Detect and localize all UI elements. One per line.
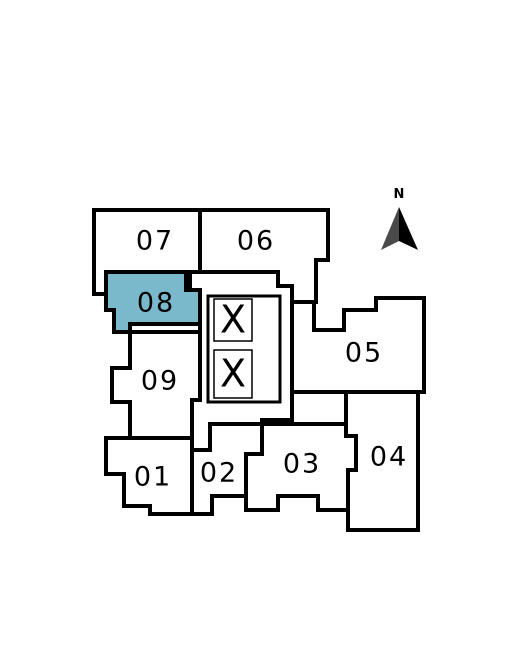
north-arrow-icon bbox=[381, 207, 418, 250]
elevator-2 bbox=[213, 349, 253, 399]
elevator-2-label: X bbox=[220, 352, 246, 396]
unit-09-shape[interactable] bbox=[110, 330, 202, 440]
elevator-1 bbox=[213, 298, 253, 342]
unit-05[interactable]: 05 bbox=[290, 296, 426, 394]
unit-08-shape[interactable] bbox=[104, 270, 202, 334]
compass-north-label: N bbox=[394, 187, 405, 202]
unit-09[interactable]: 09 bbox=[110, 330, 202, 440]
unit-01-shape[interactable] bbox=[104, 436, 194, 516]
unit-05-shape[interactable] bbox=[290, 296, 426, 394]
unit-01[interactable]: 01 bbox=[104, 436, 194, 516]
compass: N bbox=[381, 187, 418, 250]
elevator-block bbox=[206, 294, 282, 404]
unit-08[interactable]: 08 bbox=[104, 270, 202, 334]
elevator-1-label: X bbox=[220, 298, 246, 342]
unit-02-shape[interactable] bbox=[190, 422, 264, 516]
